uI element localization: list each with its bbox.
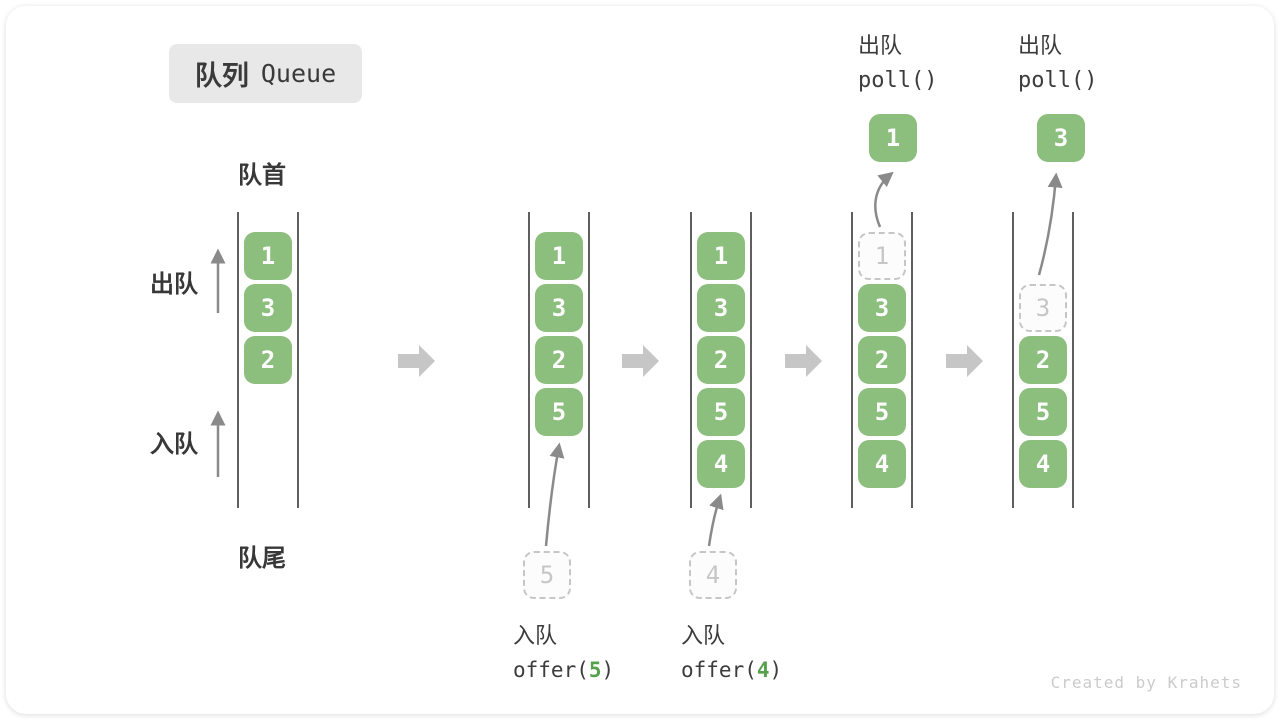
queue-cell: 3 [858, 284, 906, 332]
watermark: Created by Krahets [1050, 673, 1242, 692]
queue-cell: 3 [244, 284, 292, 332]
queue-cell: 4 [858, 440, 906, 488]
pending-cell: 5 [523, 551, 571, 599]
op-code-after: ) [601, 658, 615, 682]
queue-cell: 2 [858, 336, 906, 384]
diagram-card-background [6, 6, 1274, 714]
op-code-before: offer( [681, 658, 757, 682]
queue-cell: 2 [697, 336, 745, 384]
queue-cell: 1 [535, 232, 583, 280]
op-label: 入队 [681, 623, 726, 648]
queue-cell: 4 [1019, 440, 1067, 488]
label-queue-front: 队首 [238, 162, 286, 189]
queue-cell: 2 [535, 336, 583, 384]
op-label: 入队 [513, 623, 558, 648]
queue-cell: 3 [535, 284, 583, 332]
title-en: Queue [260, 59, 337, 88]
queue-cell: 4 [697, 440, 745, 488]
queue-cell: 1 [697, 232, 745, 280]
result-cell: 3 [1037, 114, 1085, 162]
op-code-arg: 5 [588, 658, 602, 682]
label-queue-rear: 队尾 [238, 545, 286, 572]
queue-cell-ghost: 3 [1019, 284, 1067, 332]
title-zh: 队列 [194, 61, 249, 91]
dequeue-op-block: 出队 poll() [1018, 28, 1097, 98]
enqueue-op-block: 入队 offer(5) [513, 618, 614, 688]
enqueue-op-block: 入队 offer(4) [681, 618, 782, 688]
queue-cell: 5 [697, 388, 745, 436]
op-code: offer(5) [513, 653, 614, 688]
op-code: poll() [1018, 68, 1098, 93]
dequeue-op-block: 出队 poll() [858, 28, 937, 98]
op-code: poll() [858, 68, 938, 93]
queue-cell: 1 [244, 232, 292, 280]
queue-cell: 2 [1019, 336, 1067, 384]
label-enqueue: 入队 [150, 431, 198, 458]
op-code-after: ) [769, 658, 783, 682]
queue-cell: 3 [697, 284, 745, 332]
op-label: 出队 [858, 33, 903, 58]
pending-cell: 4 [689, 551, 737, 599]
queue-cell: 2 [244, 336, 292, 384]
queue-cell: 5 [535, 388, 583, 436]
queue-cell: 5 [858, 388, 906, 436]
queue-cell: 5 [1019, 388, 1067, 436]
title-badge: 队列 Queue [169, 44, 362, 103]
op-code-before: offer( [513, 658, 589, 682]
op-label: 出队 [1018, 33, 1063, 58]
op-code: offer(4) [681, 653, 782, 688]
queue-cell-ghost: 1 [858, 232, 906, 280]
op-code-arg: 4 [756, 658, 770, 682]
result-cell: 1 [869, 114, 917, 162]
label-dequeue: 出队 [150, 271, 198, 298]
